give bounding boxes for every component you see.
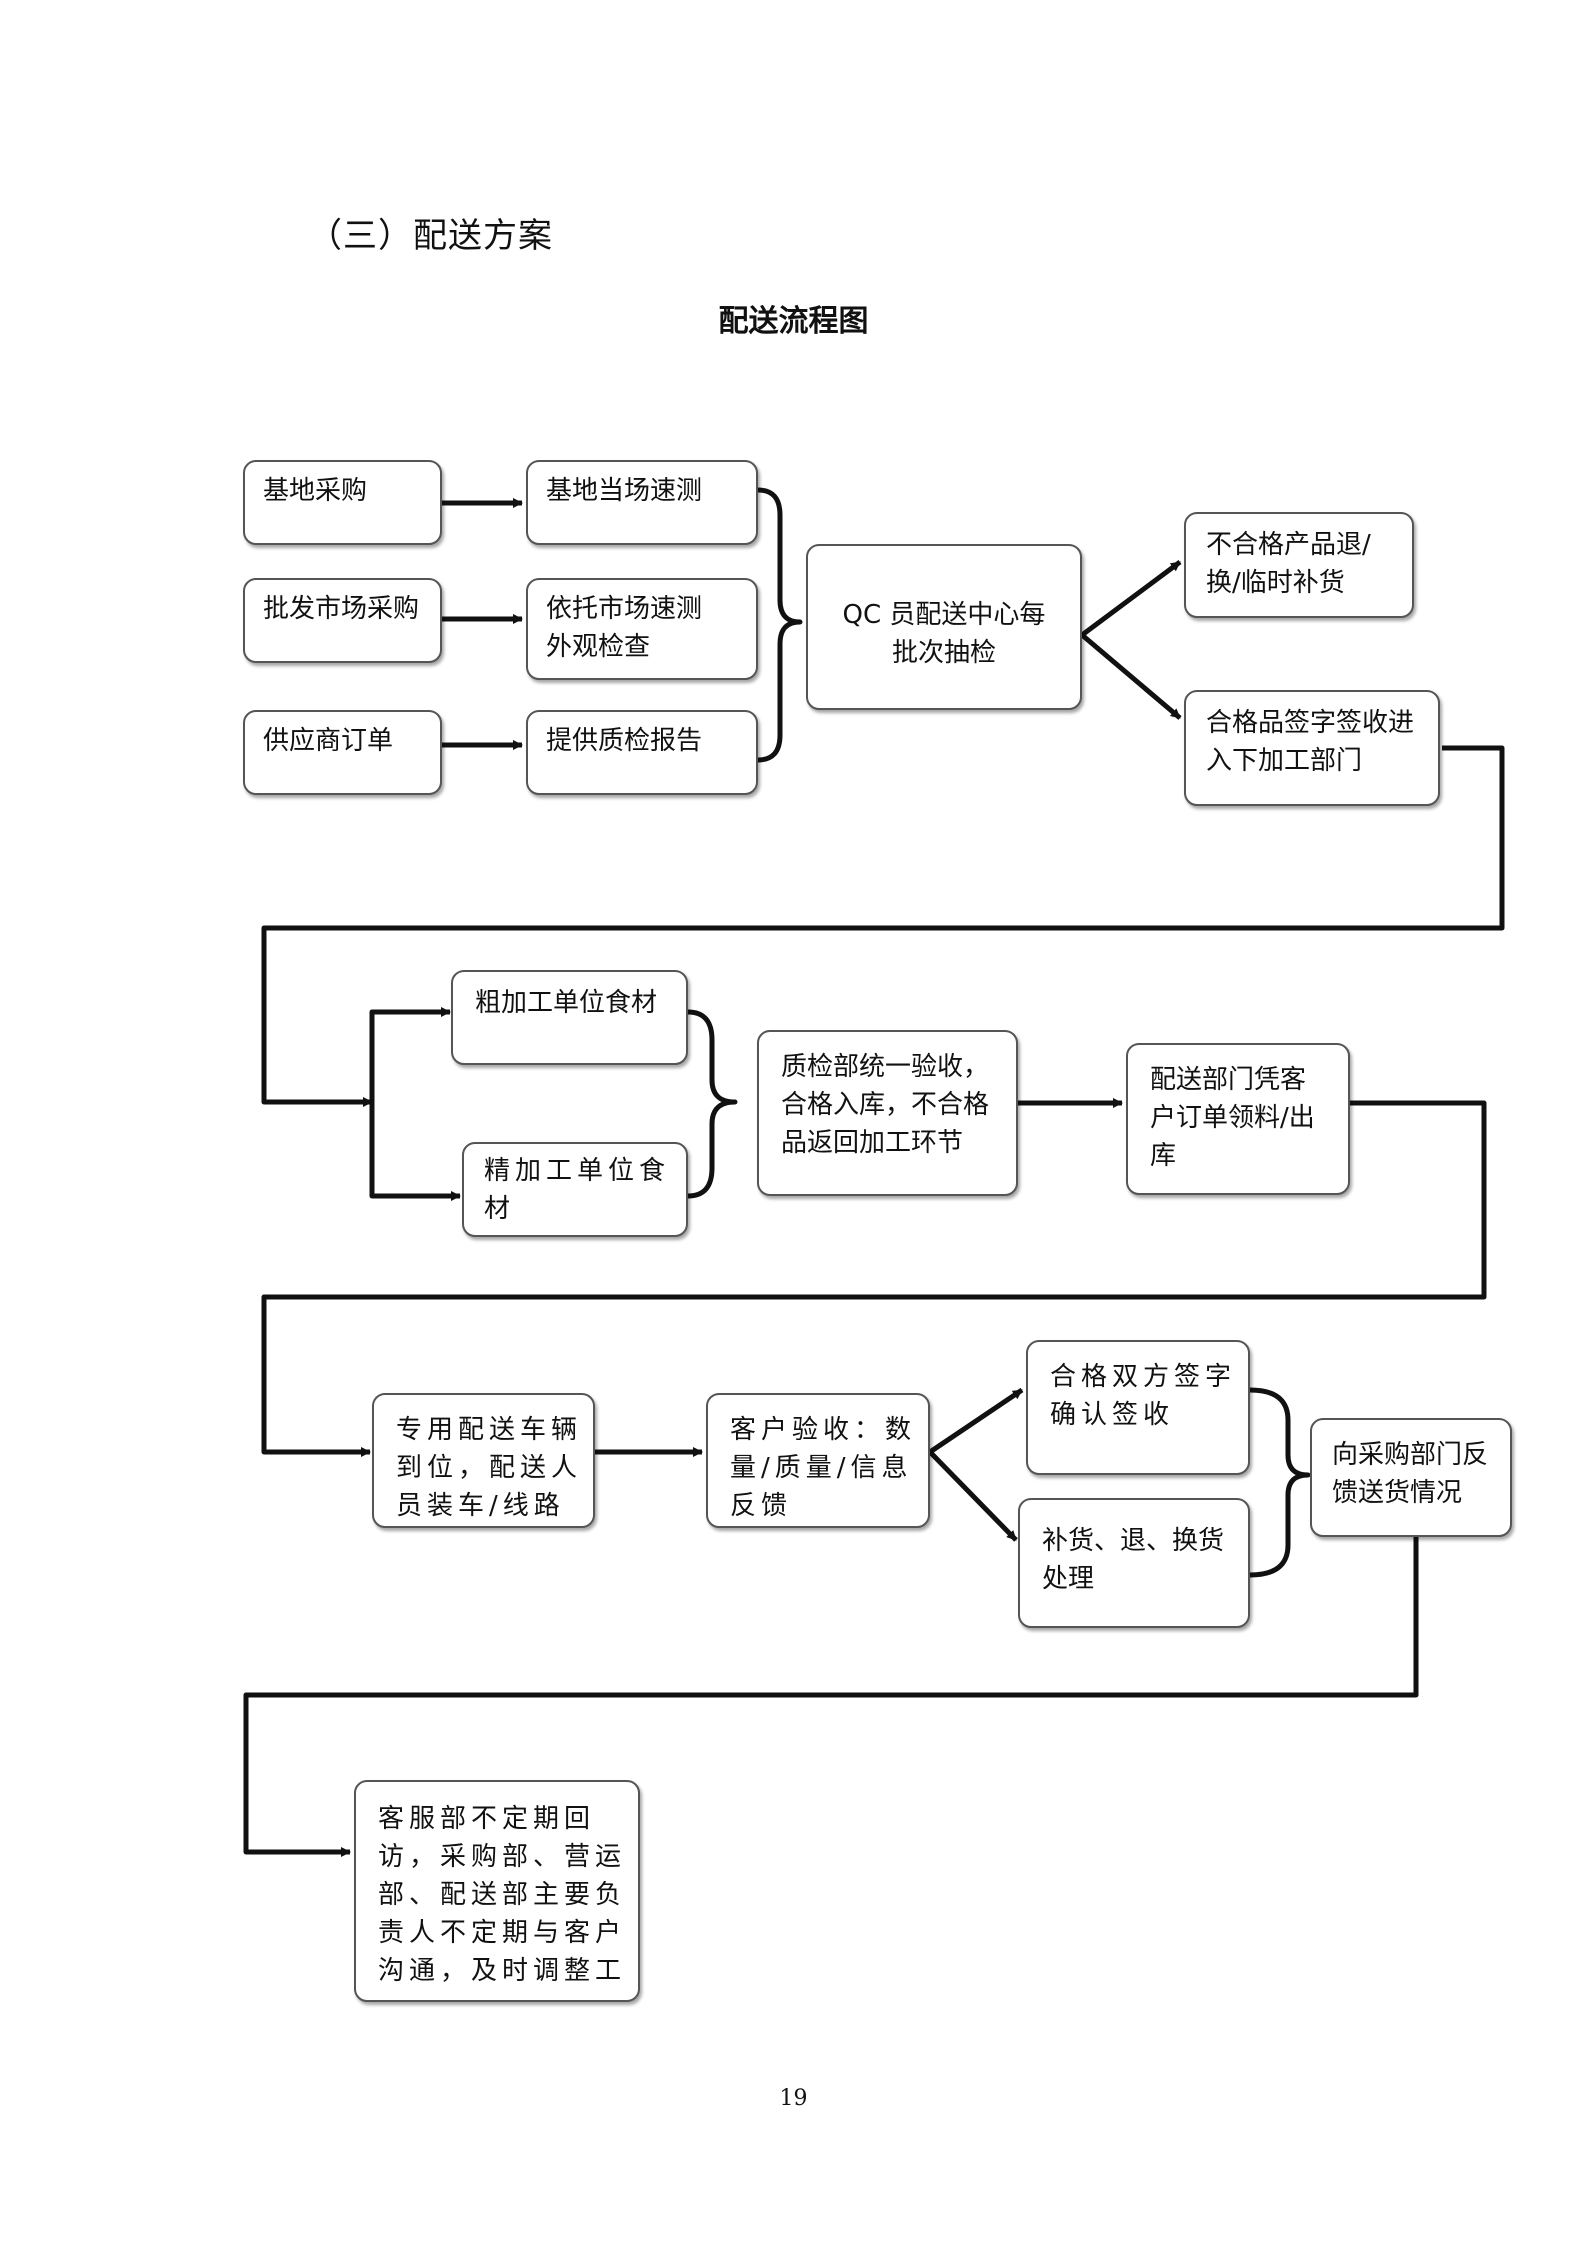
node-fine-material: 精加工单位食 材 bbox=[462, 1142, 688, 1237]
brace-materials-to-qc-dept bbox=[687, 1009, 738, 1199]
node-customer-accept: 客户验收：数 量/质量/信息 反馈 bbox=[706, 1393, 930, 1528]
node-market-rapid-test: 依托市场速测 外观检查 bbox=[526, 578, 758, 680]
connector-row2-to-row3 bbox=[261, 1100, 1487, 1457]
node-base-rapid-test: 基地当场速测 bbox=[526, 460, 758, 545]
node-wholesale-purchase: 批发市场采购 bbox=[243, 578, 442, 663]
split-to-fine-material bbox=[369, 1102, 461, 1201]
arrow-qc-to-unqualified bbox=[1080, 559, 1182, 638]
page-number: 19 bbox=[779, 2086, 808, 2111]
node-supplier-order: 供应商订单 bbox=[243, 710, 442, 795]
arrow-accept-to-both-sign bbox=[928, 1387, 1024, 1455]
node-feedback-purchase: 向采购部门反 馈送货情况 bbox=[1310, 1418, 1512, 1537]
section-heading: （三）配送方案 bbox=[308, 216, 553, 256]
node-unqualified-return: 不合格产品退/ 换/临时补货 bbox=[1184, 512, 1414, 618]
node-qc-sampling: QC 员配送中心每 批次抽检 bbox=[806, 544, 1082, 710]
split-to-rough-material bbox=[369, 1007, 451, 1102]
diagram-title: 配送流程图 bbox=[718, 304, 869, 339]
node-both-sign: 合格双方签字 确认签收 bbox=[1026, 1340, 1250, 1475]
node-qualified-sign: 合格品签字签收进 入下加工部门 bbox=[1184, 690, 1440, 806]
node-replenish-exchange: 补货、退、换货 处理 bbox=[1018, 1498, 1250, 1628]
connector-row3-to-row4 bbox=[243, 1537, 1419, 1857]
connector-row1-to-row2 bbox=[261, 745, 1505, 1107]
node-customer-service: 客服部不定期回 访，采购部、营运 部、配送部主要负 责人不定期与客户 沟通，及时… bbox=[354, 1780, 640, 2002]
arrow-accept-to-replenish bbox=[928, 1450, 1018, 1542]
brace-results-to-feedback bbox=[1249, 1387, 1311, 1578]
node-vehicle-loading: 专用配送车辆 到位，配送人 员装车/线路规 bbox=[372, 1393, 595, 1528]
brace-tests-to-qc bbox=[757, 487, 803, 763]
node-rough-material: 粗加工单位食材 bbox=[451, 970, 688, 1065]
node-dispatch-out: 配送部门凭客 户订单领料/出 库 bbox=[1126, 1043, 1350, 1195]
node-quality-report: 提供质检报告 bbox=[526, 710, 758, 795]
node-base-purchase: 基地采购 bbox=[243, 460, 442, 545]
arrow-qc-to-qualified bbox=[1080, 633, 1182, 720]
node-qc-dept-accept: 质检部统一验收， 合格入库，不合格 品返回加工环节 bbox=[757, 1030, 1018, 1196]
